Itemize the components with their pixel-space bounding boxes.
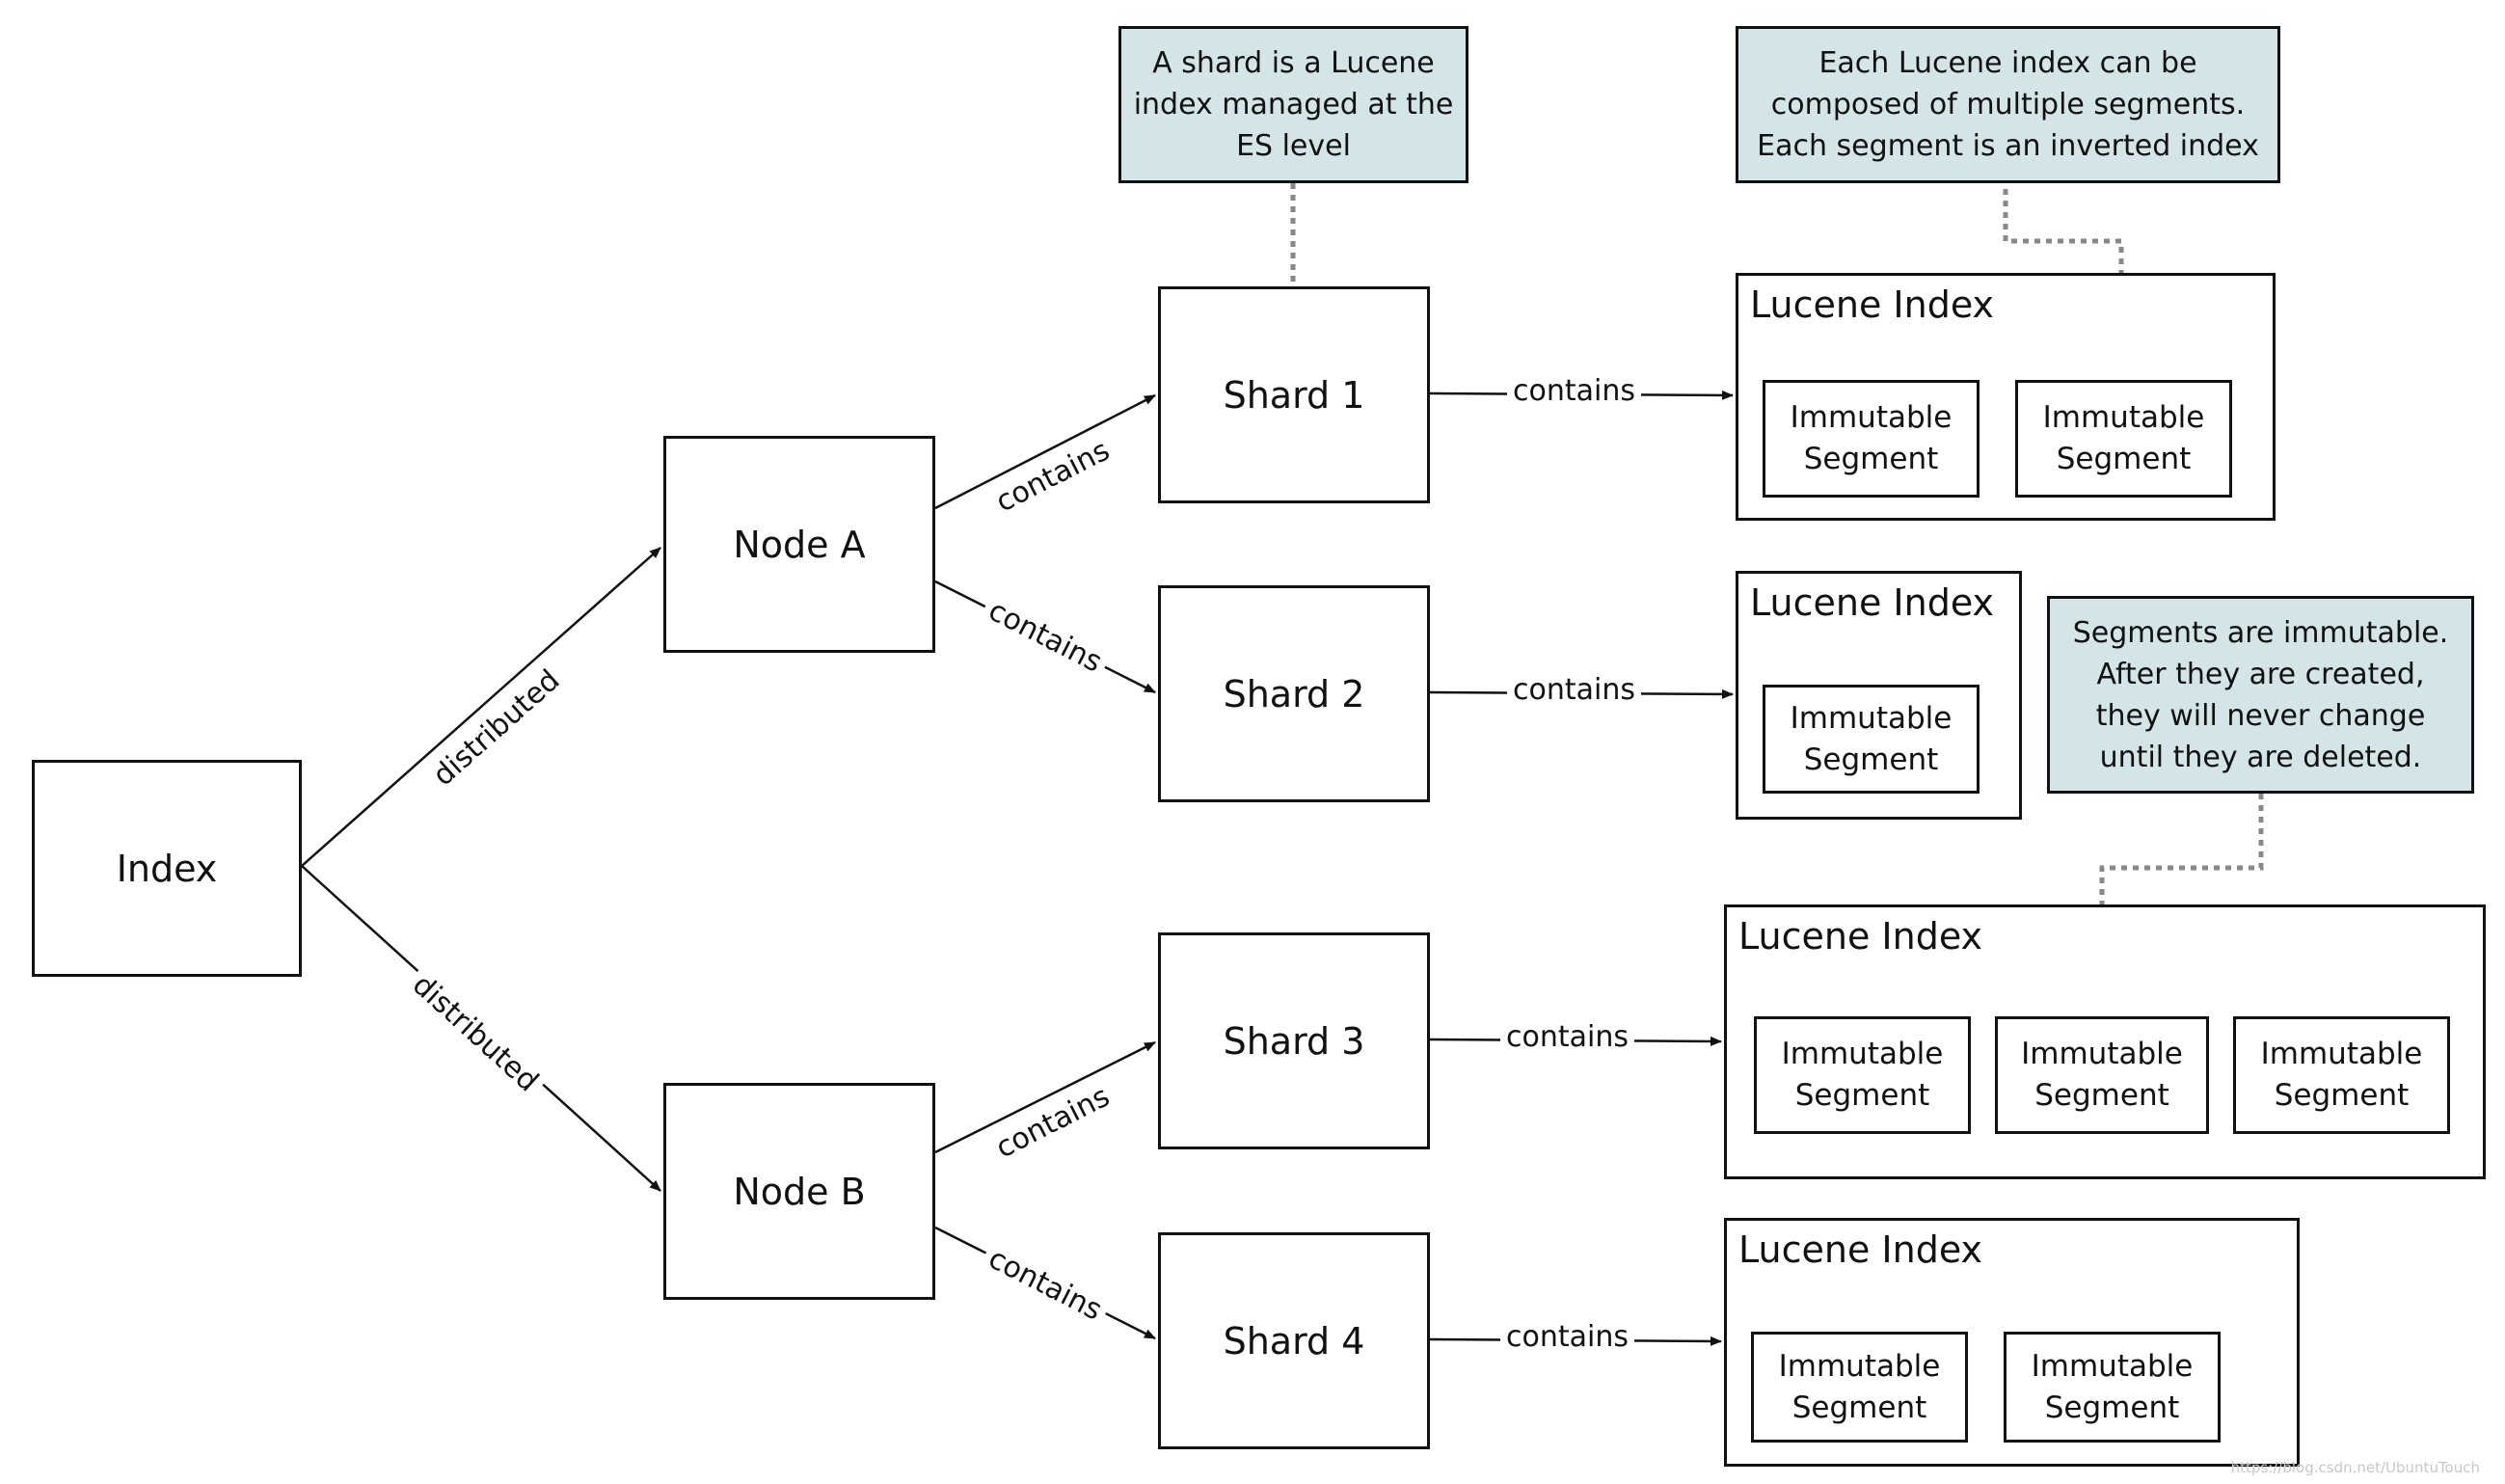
segment-1-1[interactable]: Immutable Segment [1763, 380, 1980, 498]
label-contains-s3: contains [1500, 1020, 1634, 1054]
segment-1-2[interactable]: Immutable Segment [2015, 380, 2232, 498]
label-contains-s1: contains [1507, 374, 1641, 408]
lucene-index-title: Lucene Index [1738, 915, 1983, 958]
segment-3-3[interactable]: Immutable Segment [2233, 1016, 2450, 1134]
lucene-index-1[interactable]: Lucene Index Immutable Segment Immutable… [1736, 273, 2276, 521]
label-contains-s2: contains [1507, 673, 1641, 707]
lucene-index-2[interactable]: Lucene Index Immutable Segment [1736, 571, 2022, 820]
segment-4-2[interactable]: Immutable Segment [2004, 1332, 2221, 1443]
segment-3-1[interactable]: Immutable Segment [1754, 1016, 1971, 1134]
segment-4-1[interactable]: Immutable Segment [1751, 1332, 1968, 1443]
segment-2-1[interactable]: Immutable Segment [1763, 685, 1980, 794]
shard-4-box[interactable]: Shard 4 [1158, 1232, 1430, 1449]
watermark: https://blog.csdn.net/UbuntuTouch [2230, 1459, 2480, 1476]
note-segments: Segments are immutable. After they are c… [2047, 596, 2474, 794]
shard-1-box[interactable]: Shard 1 [1158, 286, 1430, 503]
edge-node-a-shard-1 [934, 393, 1156, 510]
shard-2-box[interactable]: Shard 2 [1158, 585, 1430, 802]
lucene-index-title: Lucene Index [1750, 283, 1995, 326]
index-box[interactable]: Index [32, 760, 302, 977]
lucene-index-title: Lucene Index [1738, 1228, 1983, 1271]
node-a-box[interactable]: Node A [663, 436, 935, 653]
lucene-index-4[interactable]: Lucene Index Immutable Segment Immutable… [1724, 1218, 2300, 1467]
lucene-index-title: Lucene Index [1750, 581, 1995, 624]
lucene-index-3[interactable]: Lucene Index Immutable Segment Immutable… [1724, 904, 2486, 1179]
edge-node-b-shard-3 [934, 1040, 1156, 1154]
shard-3-box[interactable]: Shard 3 [1158, 932, 1430, 1149]
edge-index-node-a [301, 547, 661, 867]
node-b-box[interactable]: Node B [663, 1083, 935, 1300]
segment-3-2[interactable]: Immutable Segment [1995, 1016, 2209, 1134]
label-contains-s4: contains [1500, 1320, 1634, 1354]
note-shard: A shard is a Lucene index managed at the… [1118, 26, 1468, 183]
note-lucene: Each Lucene index can be composed of mul… [1736, 26, 2280, 183]
